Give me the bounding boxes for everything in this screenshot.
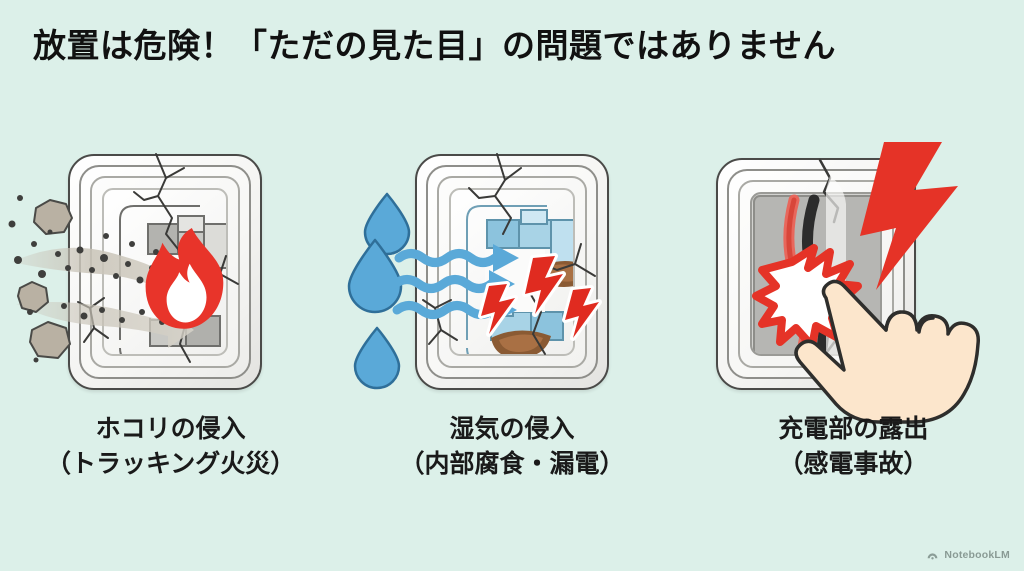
caption-line-2: （感電事故） <box>778 449 929 478</box>
outlet-plate <box>414 154 609 390</box>
caption-line-2: （内部腐食・漏電） <box>399 449 625 478</box>
outlet-plate <box>716 158 917 390</box>
outlet-plate-inner-frame-1 <box>727 169 906 379</box>
illustration-dust-intrusion <box>6 140 336 402</box>
exposed-wire-icon <box>753 194 881 354</box>
caption-line-2: （トラッキング火災） <box>46 449 296 478</box>
caption-line-1: 湿気の侵入 <box>449 415 575 443</box>
rust-corrosion-icon <box>546 261 573 287</box>
notebooklm-logo-icon <box>928 553 938 560</box>
outlet-plate <box>67 154 262 390</box>
panel-caption-dust: ホコリの侵入 （トラッキング火災） <box>0 412 341 481</box>
outlet-plate-inner-frame-2 <box>436 176 587 368</box>
outlet-internal-mechanism <box>118 205 226 354</box>
caption-line-1: 充電部の露出 <box>778 415 929 443</box>
outlet-recess <box>448 188 575 356</box>
outlet-internal-mechanism <box>465 205 573 354</box>
illustration-moisture-intrusion <box>347 140 677 402</box>
watermark-label: NotebookLM <box>944 548 1010 561</box>
illustration-live-parts-exposed <box>688 140 1018 424</box>
panel-dust-intrusion: ホコリの侵入 （トラッキング火災） <box>0 140 341 520</box>
caption-line-1: ホコリの侵入 <box>95 415 246 443</box>
contact-block-top <box>485 209 573 265</box>
rust-corrosion-icon-2 <box>490 330 551 354</box>
panel-caption-exposed: 充電部の露出 （感電事故） <box>683 412 1024 481</box>
outlet-plate-inner-frame-1 <box>78 165 251 379</box>
outlet-plate-inner-frame-2 <box>738 180 895 368</box>
outlet-recess <box>750 192 883 356</box>
illustration-panels: ホコリの侵入 （トラッキング火災） <box>0 140 1024 520</box>
outlet-plate-inner-frame-1 <box>425 165 598 379</box>
page-title: 放置は危険！「ただの見た目」の問題ではありません <box>33 27 837 64</box>
panel-live-parts-exposed: 充電部の露出 （感電事故） <box>683 140 1024 520</box>
panel-caption-moisture: 湿気の侵入 （内部腐食・漏電） <box>341 412 682 481</box>
notebooklm-watermark: NotebookLM <box>926 548 1010 561</box>
outlet-plate-inner-frame-2 <box>89 176 240 368</box>
outlet-recess <box>101 188 228 356</box>
panel-moisture-intrusion: 湿気の侵入 （内部腐食・漏電） <box>341 140 682 520</box>
